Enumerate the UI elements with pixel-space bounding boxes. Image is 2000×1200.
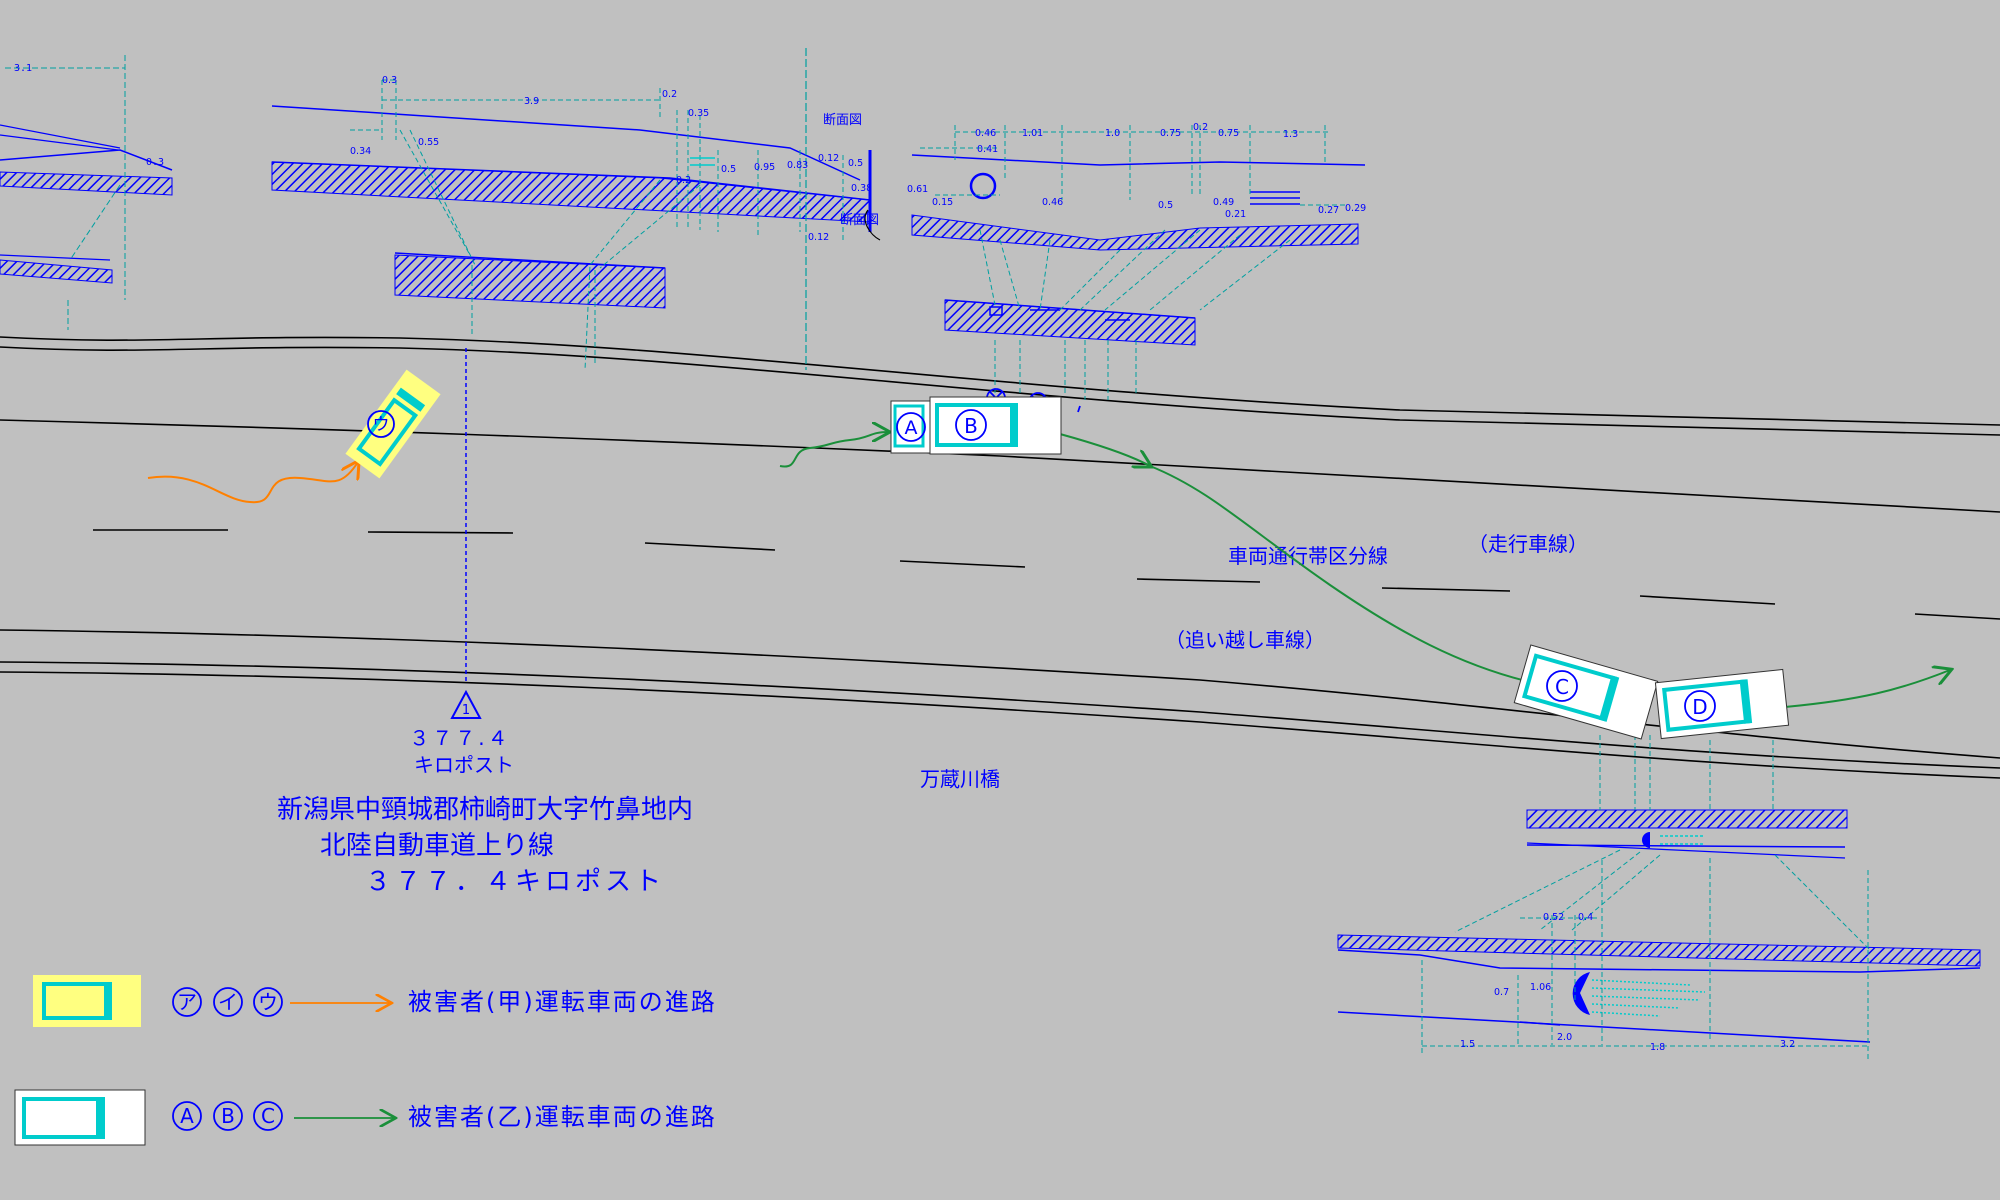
section-left-partial: 3.1 0.3: [0, 55, 173, 330]
dim-s3-a: 0.52: [1543, 912, 1564, 923]
dim-s1-g: 0.2: [676, 175, 691, 186]
road-lower-edge-3: [0, 671, 2000, 779]
dim-s2-b: 1.01: [1022, 128, 1043, 139]
dim-s1-d: 0.35: [688, 108, 709, 119]
path-kou: [147, 462, 358, 504]
section-2: 0.46 1.01 1.0 0.75 0.2 0.75 1.3 0.41 0.6…: [907, 122, 1366, 400]
legend-kou-marker-2: イ: [218, 990, 238, 1014]
dim-s1-h: 0.5: [721, 164, 736, 175]
vehicle-a-label: A: [905, 417, 918, 439]
location-line-3: ３７７．４キロポスト: [365, 867, 665, 897]
legend-otsu-marker-3: C: [261, 1104, 275, 1128]
path-otsu-approach: [779, 432, 888, 468]
dim-s2-p: 0.29: [1345, 203, 1366, 214]
legend-otsu-marker-2: B: [221, 1104, 235, 1128]
section-1-title-2: 断面図: [840, 213, 879, 228]
legend-otsu-text: 被害者(乙)運転車両の進路: [408, 1103, 717, 1131]
section-1: 断面図 断面図 0.3 3.9 0.2 0.35 0.34 0.55 0.2 0…: [271, 48, 881, 371]
vehicle-u-label: ウ: [373, 415, 390, 435]
driving-lane-label: （走行車線）: [1468, 532, 1588, 556]
bridge-label: 万蔵川橋: [920, 767, 1000, 791]
legend-row-kou: ア イ ウ 被害者(甲)運転車両の進路: [33, 975, 717, 1027]
vehicle-a: A: [890, 400, 938, 454]
dim-s3-c: 0.7: [1494, 987, 1509, 998]
dim-s1-l: 0.5: [848, 158, 863, 169]
dim-s2-o: 0.27: [1318, 205, 1339, 216]
dim-s2-f: 0.75: [1218, 128, 1239, 139]
dim-s2-g: 1.3: [1283, 129, 1298, 140]
lane-divider-dashes: [93, 529, 2000, 620]
legend-kou-marker-1: ア: [177, 990, 197, 1014]
dim-s1-j: 0.83: [787, 160, 808, 171]
dim-s2-d: 0.75: [1160, 128, 1181, 139]
legend-kou-text: 被害者(甲)運転車両の進路: [408, 988, 717, 1016]
vehicle-b-label: B: [964, 414, 978, 438]
dim-s1-a: 0.3: [382, 75, 397, 86]
dim-s2-h: 0.41: [977, 144, 998, 155]
dim-s3-d: 1.06: [1530, 982, 1551, 993]
dim-s1-f: 0.55: [418, 137, 439, 148]
path-otsu-exit: [1784, 670, 1950, 708]
dim-left-2: 0.3: [146, 157, 164, 168]
dim-s1-n: 0.12: [808, 232, 829, 243]
dim-s3-b: 0.4: [1578, 912, 1593, 923]
vehicle-c: C: [1513, 644, 1659, 740]
vehicle-d-label: D: [1692, 695, 1707, 719]
location-block: 新潟県中頸城郡柿崎町大字竹鼻地内 北陸自動車道上り線 ３７７．４キロポスト: [277, 795, 693, 897]
dim-s1-i: 0.95: [754, 162, 775, 173]
dim-left-1: 3.1: [14, 63, 32, 74]
vehicle-c-label: C: [1555, 675, 1569, 699]
dim-s2-j: 0.15: [932, 197, 953, 208]
dim-s2-l: 0.5: [1158, 200, 1173, 211]
legend-otsu-marker-1: A: [180, 1104, 194, 1128]
dim-s3-f: 2.0: [1557, 1032, 1572, 1043]
section-1-title: 断面図: [823, 113, 862, 128]
dim-s2-k: 0.46: [1042, 197, 1063, 208]
location-line-2: 北陸自動車道上り線: [320, 831, 554, 861]
passing-lane-label: （追い越し車線）: [1165, 628, 1325, 652]
path-otsu-main-2: [1149, 465, 1531, 683]
vehicle-u: ウ: [345, 369, 441, 479]
kilopost: 1 ３７７.４ キロポスト: [409, 348, 514, 777]
dim-s2-a: 0.46: [975, 128, 996, 139]
vehicle-d: D: [1654, 668, 1790, 740]
dim-s3-g: 1.8: [1650, 1042, 1665, 1053]
legend-row-otsu: A B C 被害者(乙)運転車両の進路: [14, 1089, 717, 1146]
dim-s3-h: 3.2: [1780, 1039, 1795, 1050]
road-lower-edge-2: [0, 661, 2000, 769]
road-labels: 車両通行帯区分線 （走行車線） （追い越し車線） 万蔵川橋: [920, 532, 1588, 791]
road: [0, 336, 2000, 779]
dim-s2-m: 0.49: [1213, 197, 1234, 208]
vehicle-b: B: [929, 396, 1062, 455]
lane-divider-label: 車両通行帯区分線: [1228, 544, 1388, 568]
dim-s1-m: 0.38: [851, 183, 872, 194]
dim-s2-n: 0.21: [1225, 209, 1246, 220]
dim-s3-e: 1.5: [1460, 1039, 1475, 1050]
legend: ア イ ウ 被害者(甲)運転車両の進路 A B C 被害者(乙)運転車両の: [14, 975, 717, 1146]
dim-s1-c: 0.2: [662, 89, 677, 100]
path-otsu-main: [1059, 433, 1150, 466]
dim-s1-e: 0.34: [350, 146, 371, 157]
dim-s2-c: 1.0: [1105, 128, 1120, 139]
road-upper-edge-2: [0, 346, 2000, 436]
road-upper-edge-1: [0, 336, 2000, 426]
kilopost-marker-number: 1: [462, 703, 470, 718]
dim-s1-b: 3.9: [524, 96, 539, 107]
section-3: 0.52 0.4 0.7 1.06 1.5 2.0 1.8 3.2: [1337, 735, 1981, 1060]
dim-s1-k: 0.12: [818, 153, 839, 164]
location-line-1: 新潟県中頸城郡柿崎町大字竹鼻地内: [277, 795, 693, 825]
dim-s2-i: 0.61: [907, 184, 928, 195]
dim-s2-e: 0.2: [1193, 122, 1208, 133]
kilopost-label: キロポスト: [414, 753, 514, 777]
kilopost-value: ３７７.４: [409, 726, 510, 750]
legend-kou-marker-3: ウ: [258, 990, 278, 1014]
